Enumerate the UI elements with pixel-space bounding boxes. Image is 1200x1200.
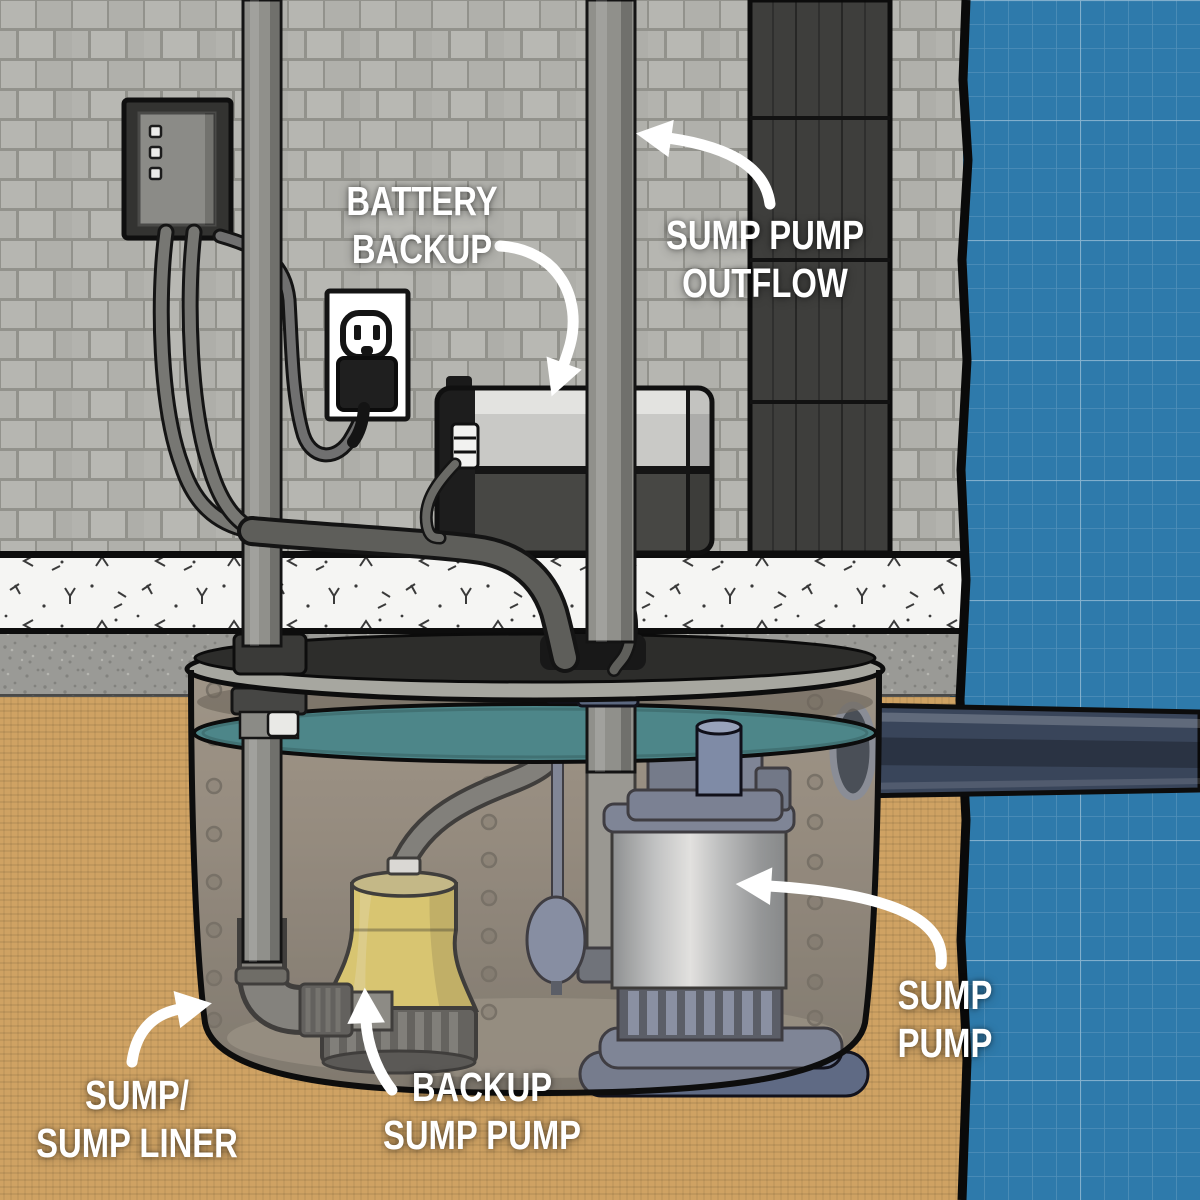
power-outlet [324, 288, 411, 448]
arrow-sump-pump-outflow [635, 119, 776, 210]
scene-blueprint-border [955, 0, 973, 1200]
label-battery-backup: BATTERY BACKUP [346, 178, 498, 272]
label-sump-pump: SUMP PUMP [897, 972, 993, 1066]
pipe-coupling [298, 982, 354, 1038]
check-valve [230, 686, 308, 740]
liner-outline [188, 669, 882, 1097]
basement-wall [0, 0, 963, 558]
control-box [121, 97, 234, 241]
pump-strainer-band [616, 983, 784, 1042]
label-sump-pump-outflow: SUMP PUMP OUTFLOW [665, 212, 865, 306]
battery-connector [450, 422, 480, 470]
blueprint-panel [950, 0, 1200, 1200]
battery-cable [419, 457, 462, 545]
power-cables [152, 223, 275, 544]
plug-cord [347, 402, 370, 448]
sump-lid [184, 632, 886, 703]
battery-backup-unit [434, 376, 715, 556]
label-sump-liner: SUMP/ SUMP LINER [36, 1072, 238, 1166]
pump-motor-housing [610, 820, 788, 990]
arrow-sump-pump [735, 867, 947, 970]
outflow-pipe [853, 702, 1200, 799]
wall-shadow-column [747, 0, 893, 556]
pipe-elbow [234, 918, 394, 1038]
conduit-run [237, 516, 580, 673]
arrow-battery-backup [494, 240, 582, 397]
arrow-backup-sump-pump [347, 987, 398, 1096]
plug [336, 356, 398, 412]
sump-pit [184, 632, 886, 1098]
concrete-floor [0, 558, 963, 630]
label-backup-sump-pump: BACKUP SUMP PUMP [382, 1064, 582, 1158]
indicator-lights [148, 124, 163, 181]
discharge-pipe-right [585, 0, 637, 644]
discharge-pipe-left [241, 0, 283, 648]
lid-top [193, 632, 877, 684]
arrow-sump-liner [126, 991, 212, 1068]
pump-outlet-stub [695, 725, 743, 797]
floor-bottom-line [0, 628, 963, 634]
annotation-arrows [126, 119, 947, 1096]
hose-fitting [386, 856, 422, 876]
